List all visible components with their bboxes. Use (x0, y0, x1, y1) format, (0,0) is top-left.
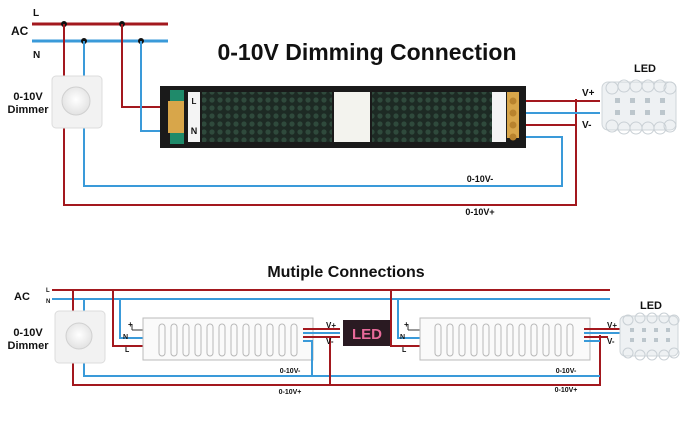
dim-minus-wire (83, 41, 563, 187)
driver-2-l: L (402, 347, 407, 354)
vminus-label: V- (582, 120, 591, 131)
vplus-label: V+ (582, 88, 595, 99)
n-label: N (33, 50, 40, 61)
driver-vent-right (372, 92, 492, 142)
diagram-bottom: Mutiple Connections AC L N 0-10V Dimmer (8, 264, 680, 396)
driver-2-dim-minus: 0-10V- (556, 368, 577, 375)
dimmer-label-2-line1: 0-10V (13, 327, 43, 339)
driver-input-l: L (192, 97, 197, 106)
led-label-2: LED (640, 300, 662, 312)
driver-live-wire (121, 24, 172, 108)
led-driver: L N (160, 86, 526, 148)
driver-2-vents (434, 319, 576, 359)
driver-2-vplus: V+ (607, 321, 617, 330)
diagram2-title: Mutiple Connections (267, 264, 424, 281)
l-label-2: L (46, 288, 50, 294)
driver-input-n: N (191, 126, 198, 136)
input-label-strip (188, 92, 200, 142)
driver-2-vminus: V- (607, 337, 615, 346)
led-sign: LED (343, 320, 391, 346)
driver-1: + N L V+ V- 0-10V- 0-10V+ (112, 290, 340, 396)
led-sign-text: LED (352, 326, 382, 343)
led-module (601, 79, 677, 135)
l-label: L (33, 8, 39, 19)
dimmer-knob-2[interactable] (65, 322, 93, 350)
ac-label-2: AC (14, 291, 30, 303)
driver-1-plus: + (128, 320, 133, 329)
diagram1-title: 0-10V Dimming Connection (217, 39, 516, 65)
driver-1-dim-plus: 0-10V+ (279, 389, 302, 396)
driver-2-plus: + (404, 320, 409, 329)
led-sign-box (343, 320, 391, 346)
dimmer-label-line1: 0-10V (13, 91, 43, 103)
driver-spec-label (334, 92, 370, 142)
driver-1-dim-minus: 0-10V- (280, 368, 301, 375)
input-terminal-block (168, 101, 184, 133)
led-module-2 (619, 312, 680, 361)
dimmer-label-2-line2: Dimmer (8, 340, 50, 352)
driver-1-vminus: V- (326, 337, 334, 346)
dimmer-label-line2: Dimmer (8, 104, 50, 116)
driver-1-n: N (123, 334, 128, 341)
dimmer-switch-2[interactable] (54, 310, 106, 364)
driver-2-n: N (400, 334, 405, 341)
diagram-top: 0-10V Dimming Connection L AC N 0-10V Di… (8, 8, 677, 217)
driver-1-l: L (125, 347, 130, 354)
driver-vent-left (202, 92, 332, 142)
n-label-2: N (46, 299, 50, 305)
dimmer-switch[interactable] (51, 75, 103, 129)
output-label-strip (492, 92, 506, 142)
dim-plus-label: 0-10V+ (465, 207, 494, 217)
driver-1-vents (156, 319, 298, 359)
dimmer-knob[interactable] (61, 86, 91, 116)
ac-label: AC (11, 24, 29, 38)
driver-2: + N L V+ V- 0-10V- 0-10V+ (390, 290, 620, 394)
dim-minus-label: 0-10V- (467, 174, 494, 184)
driver-1-vplus: V+ (326, 321, 336, 330)
driver-2-dim-plus: 0-10V+ (555, 387, 578, 394)
led-label: LED (634, 63, 656, 75)
